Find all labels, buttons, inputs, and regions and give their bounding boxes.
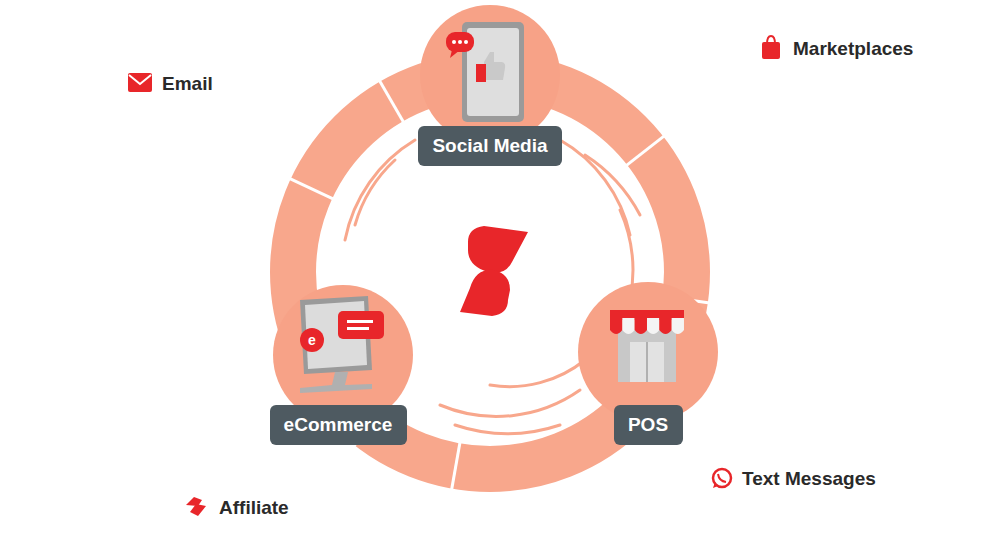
channel-name: POS (628, 414, 668, 436)
brand-logo (460, 226, 528, 316)
channel-name: eCommerce (284, 414, 393, 436)
channel-label-box: eCommerce (270, 405, 407, 445)
phone-icon (446, 22, 524, 122)
email-icon (128, 73, 152, 92)
channel-label: Email (162, 74, 213, 93)
channel-label: Marketplaces (793, 39, 913, 58)
handshake-icon (186, 497, 206, 516)
channel-label-box: Social Media (418, 126, 562, 166)
storefront-icon (610, 310, 684, 382)
bag-icon (762, 36, 780, 59)
pos-circle (578, 282, 718, 422)
social-circle (420, 5, 560, 145)
ecommerce-circle (273, 285, 413, 425)
channel-name: Social Media (432, 135, 547, 157)
channel-label: Affiliate (219, 498, 289, 517)
channel-label-box: POS (614, 405, 683, 445)
channel-label: Text Messages (742, 469, 876, 488)
chat-icon (713, 469, 731, 488)
svg-text:e: e (308, 332, 316, 348)
monitor-icon: e (300, 296, 384, 393)
